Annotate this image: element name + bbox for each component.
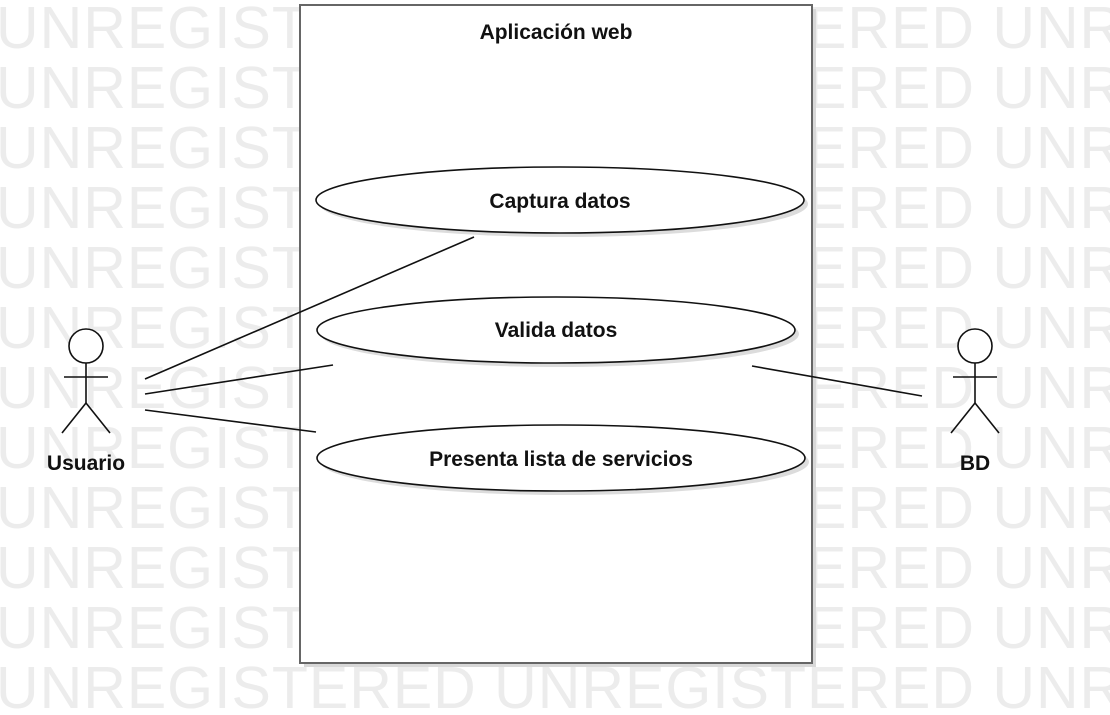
use-case-presenta-lista-de-servicios[interactable]: Presenta lista de servicios: [316, 424, 809, 495]
actor-head: [68, 328, 104, 364]
system-title: Aplicación web: [480, 21, 633, 44]
use-case-label: Presenta lista de servicios: [429, 448, 693, 471]
actor-head: [957, 328, 993, 364]
actor-name-bd: BD: [960, 452, 990, 475]
associations: [144, 236, 923, 433]
use-case-captura-datos[interactable]: Captura datos: [315, 166, 808, 237]
actor-leg-right: [85, 402, 111, 434]
use-case-ellipse: [316, 296, 796, 364]
use-case-ellipse: [316, 424, 806, 492]
actor-leg-right: [974, 402, 1000, 434]
actor-leg-left: [950, 402, 976, 434]
association-usuario-presenta[interactable]: [144, 409, 317, 433]
watermark-text: UNREGISTERED UNREGISTERED UNREGISTERED: [0, 655, 1110, 715]
use-case-label: Captura datos: [489, 190, 630, 213]
use-case-valida-datos[interactable]: Valida datos: [316, 296, 799, 367]
actor-name-usuario: Usuario: [47, 452, 125, 475]
association-usuario-captura[interactable]: [144, 236, 475, 380]
association-usuario-valida[interactable]: [144, 364, 334, 395]
actor-usuario[interactable]: [61, 328, 111, 434]
use-case-label: Valida datos: [495, 319, 618, 342]
actor-bd[interactable]: [950, 328, 1000, 434]
actor-leg-left: [61, 402, 87, 434]
use-case-ellipse: [315, 166, 805, 234]
association-bd-valida[interactable]: [751, 365, 923, 397]
